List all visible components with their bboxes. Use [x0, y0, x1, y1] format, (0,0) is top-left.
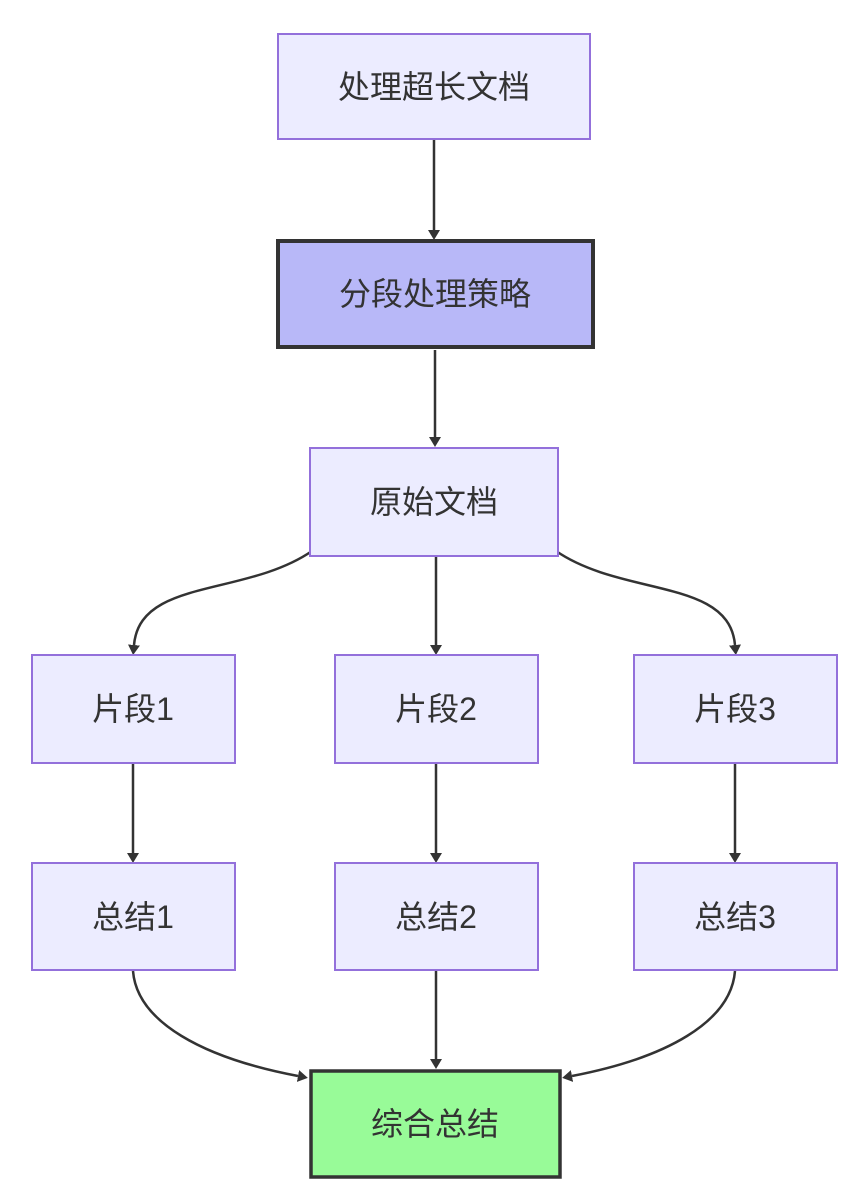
- node-summary-1: 总结1: [31, 862, 236, 971]
- node-summary-1-label: 总结1: [92, 899, 174, 935]
- node-task-label: 处理超长文档: [338, 69, 530, 105]
- node-source-doc-label: 原始文档: [370, 484, 498, 520]
- node-source-doc: 原始文档: [309, 447, 559, 557]
- edge-source-doc-to-fragment-3: [555, 549, 741, 655]
- node-fragment-1: 片段1: [31, 654, 236, 764]
- node-summary-1-box: [31, 862, 236, 971]
- edge-source-doc-to-fragment-1: [128, 549, 313, 655]
- node-fragment-3: 片段3: [633, 654, 838, 764]
- node-final-summary-box: [309, 1069, 562, 1179]
- node-fragment-1-label: 片段1: [92, 691, 174, 727]
- node-final-summary: 综合总结: [309, 1069, 562, 1179]
- node-strategy: 分段处理策略: [276, 239, 595, 349]
- edge-summary-3-to-final-summary: [562, 970, 737, 1082]
- node-strategy-box: [276, 239, 595, 349]
- node-task: 处理超长文档: [277, 33, 591, 140]
- node-summary-3: 总结3: [633, 862, 838, 971]
- node-final-summary-label: 综合总结: [371, 1106, 499, 1142]
- node-summary-2-box: [334, 862, 539, 971]
- node-fragment-3-box: [633, 654, 838, 764]
- edge-summary-1-to-final-summary: [131, 970, 308, 1082]
- node-source-doc-box: [309, 447, 559, 557]
- node-fragment-2-label: 片段2: [395, 691, 477, 727]
- edges-layer: [127, 140, 741, 1082]
- nodes-layer: 处理超长文档 分段处理策略 原始文档 片段1 片段2 片段3 总结1: [31, 33, 838, 1179]
- node-fragment-3-label: 片段3: [694, 691, 776, 727]
- node-summary-2: 总结2: [334, 862, 539, 971]
- node-fragment-2-box: [334, 654, 539, 764]
- node-fragment-2: 片段2: [334, 654, 539, 764]
- node-task-box: [277, 33, 591, 140]
- node-strategy-label: 分段处理策略: [339, 276, 531, 312]
- node-summary-3-box: [633, 862, 838, 971]
- node-fragment-1-box: [31, 654, 236, 764]
- node-summary-3-label: 总结3: [694, 899, 776, 935]
- node-summary-2-label: 总结2: [395, 899, 477, 935]
